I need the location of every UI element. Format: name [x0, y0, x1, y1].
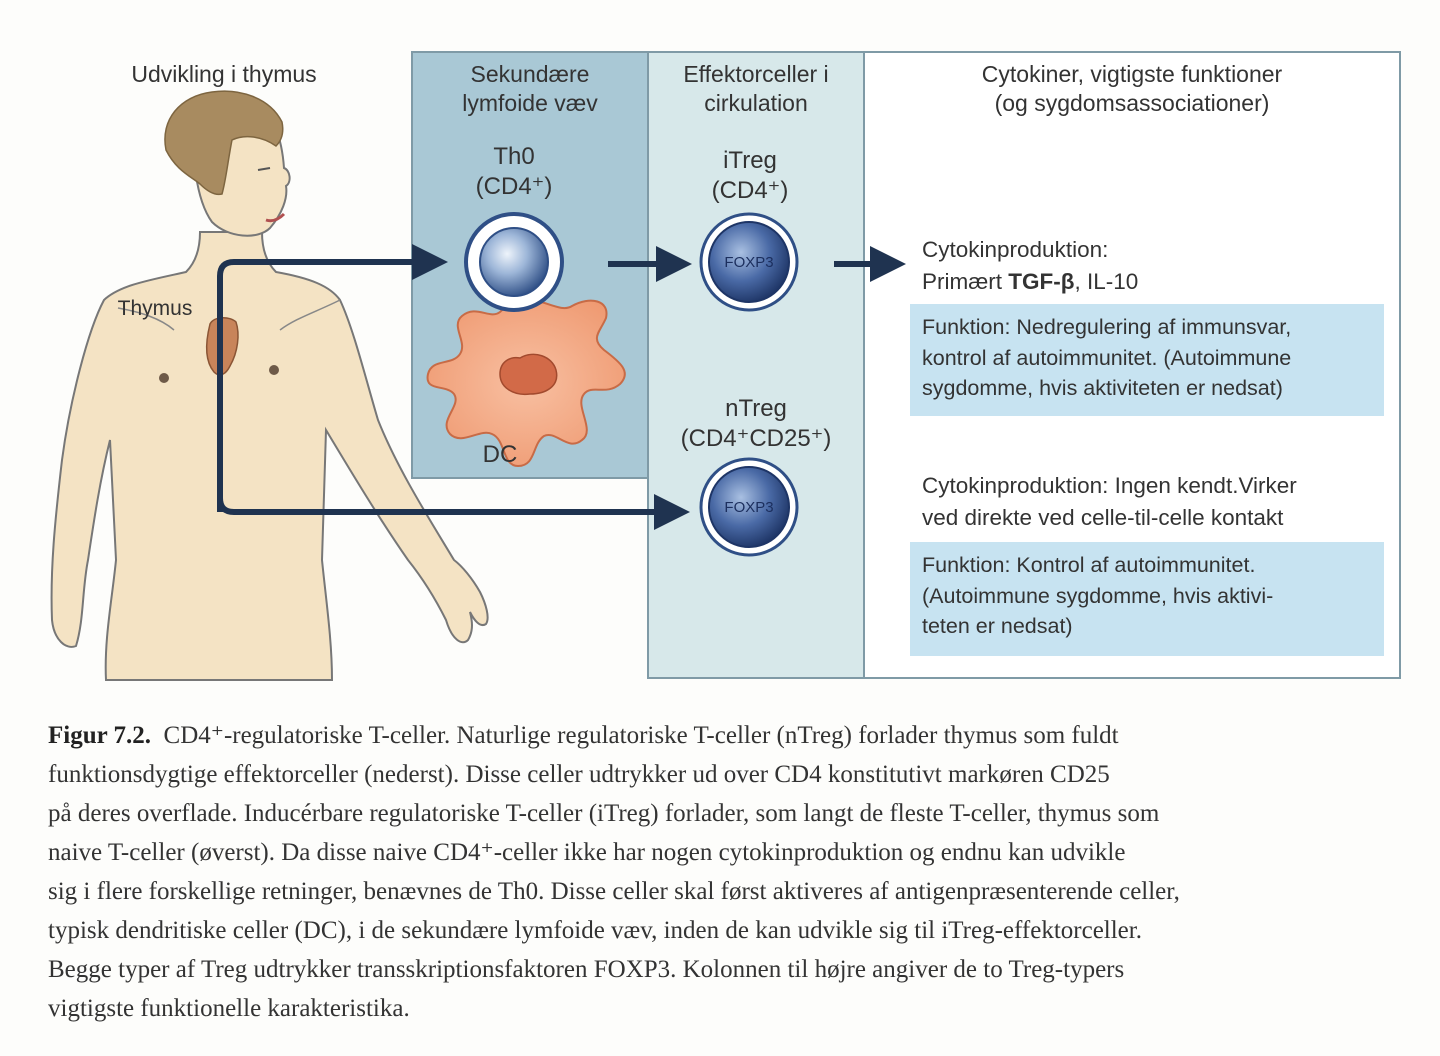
header-effector-line1: Effektorceller i — [683, 61, 829, 87]
caption-line-3: på deres overflade. Inducérbare regulato… — [48, 800, 1160, 827]
caption-line-1: Figur 7.2. CD4⁺-regulatoriske T-celler. … — [48, 716, 1398, 755]
th0-marker: (CD4⁺) — [475, 173, 553, 200]
ntreg-cytokine-text: Cytokinproduktion: Ingen kendt.Virker ve… — [922, 470, 1392, 533]
itreg-function-line2: kontrol af autoimmunitet. (Autoimmune — [922, 345, 1292, 370]
header-secondary-line2: lymfoide væv — [462, 89, 598, 116]
caption-line-6: typisk dendritiske celler (DC), i de sek… — [48, 917, 1142, 944]
ntreg-label: nTreg (CD4⁺CD25⁺) — [648, 394, 864, 454]
itreg-cytokine-tgf: TGF-β — [1008, 268, 1075, 294]
figure-caption: Figur 7.2. CD4⁺-regulatoriske T-celler. … — [48, 716, 1398, 1028]
ntreg-function-line2: (Autoimmune sygdomme, hvis aktivi- — [922, 583, 1274, 608]
itreg-function-box: Funktion: Nedregulering af immunsvar, ko… — [910, 304, 1384, 416]
itreg-cytokine-prefix: Primært — [922, 268, 1009, 294]
nipple-right — [269, 365, 279, 375]
header-effector-line2: cirkulation — [704, 89, 808, 116]
caption-line-5: sig i flere forskellige retninger, benæv… — [48, 878, 1180, 905]
itreg-marker: (CD4⁺) — [711, 177, 789, 204]
ntreg-cell-inner — [708, 466, 790, 548]
hair — [164, 90, 284, 196]
caption-line-7: Begge typer af Treg udtrykker transskrip… — [48, 956, 1125, 983]
itreg-cytokine-suffix: , IL-10 — [1074, 268, 1139, 294]
header-effector: Effektorceller i cirkulation — [648, 60, 864, 118]
dc-nucleus — [499, 353, 558, 396]
thymus-label: Thymus — [117, 297, 193, 320]
header-cytokines: Cytokiner, vigtigste funktioner (og sygd… — [864, 60, 1400, 118]
itreg-cytokine-line1: Cytokinproduktion: — [922, 237, 1109, 262]
ntreg-function-box: Funktion: Kontrol af autoimmunitet. (Aut… — [910, 542, 1384, 656]
header-cytokines-line2: (og sygdomsassociationer) — [994, 89, 1270, 116]
left-title: Udvikling i thymus — [131, 61, 317, 87]
ntreg-name: nTreg — [725, 395, 787, 422]
caption-line-4: naive T-celler (øverst). Da disse naive … — [48, 839, 1126, 866]
itreg-cell-inner — [708, 221, 790, 303]
ntreg-marker: (CD4⁺CD25⁺) — [680, 425, 832, 452]
caption-line-1-text: CD4⁺-regulatoriske T-celler. Naturlige r… — [163, 722, 1119, 749]
dc-label: DC — [482, 441, 518, 468]
ntreg-cytokine-line1: Cytokinproduktion: Ingen kendt.Virker — [922, 473, 1297, 498]
th0-cell-inner — [479, 227, 549, 297]
itreg-label: iTreg (CD4⁺) — [652, 146, 848, 206]
treg-figure: FOXP3 FOXP3 Udvikling i thymus Thymus Se… — [50, 51, 1401, 681]
caption-line-8: vigtigste funktionelle karakteristika. — [48, 995, 410, 1022]
th0-name: Th0 — [493, 143, 535, 170]
header-secondary-line1: Sekundære — [470, 61, 590, 87]
itreg-cytokine-text: Cytokinproduktion: Primært TGF-β, IL-10 — [922, 234, 1382, 297]
ntreg-function-line3: teten er nedsat) — [922, 614, 1073, 639]
caption-label: Figur 7.2. — [48, 722, 152, 749]
itreg-name: iTreg — [723, 147, 777, 174]
th0-label: Th0 (CD4⁺) — [432, 142, 596, 202]
itreg-function-line1: Funktion: Nedregulering af immunsvar, — [922, 315, 1292, 339]
panel-effector-circulation — [647, 51, 865, 679]
ntreg-nucleus-label: FOXP3 — [724, 499, 773, 516]
caption-line-2: funktionsdygtige effektorceller (nederst… — [48, 761, 1110, 788]
ntreg-cytokine-line2: ved direkte ved celle-til-celle kontakt — [922, 504, 1284, 530]
itreg-cytokine-line2: Primært TGF-β, IL-10 — [922, 266, 1382, 298]
itreg-nucleus-label: FOXP3 — [724, 254, 773, 271]
nipple-left — [159, 373, 169, 383]
header-secondary-lymphoid: Sekundære lymfoide væv — [412, 60, 648, 118]
itreg-function-line3: sygdomme, hvis aktiviteten er nedsat) — [922, 376, 1283, 401]
arrow-thymus-to-ntreg — [217, 300, 690, 530]
header-cytokines-line1: Cytokiner, vigtigste funktioner — [981, 61, 1283, 87]
ntreg-function-line1: Funktion: Kontrol af autoimmunitet. — [922, 553, 1256, 577]
arrow-thymus-to-th0 — [217, 244, 448, 512]
